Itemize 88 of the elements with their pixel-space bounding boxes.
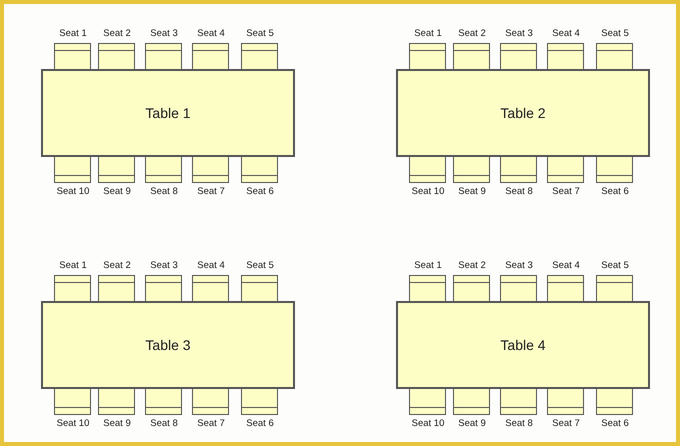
seat-label: Seat 7 [551, 418, 581, 429]
chair [409, 275, 446, 303]
seat-label: Seat 6 [600, 418, 630, 429]
table-label: Table 4 [500, 337, 546, 353]
table-rectangle [41, 69, 295, 157]
seat-label: Seat 2 [457, 260, 487, 271]
seat-label: Seat 1 [58, 260, 88, 271]
chair [54, 43, 91, 71]
seat-label: Seat 3 [149, 28, 179, 39]
seat-label: Seat 5 [600, 28, 630, 39]
seat-label: Seat 2 [102, 28, 132, 39]
chair [500, 43, 537, 71]
table-label: Table 3 [145, 337, 191, 353]
chair [453, 387, 490, 415]
chair [241, 155, 278, 183]
chair [453, 155, 490, 183]
seat-label: Seat 7 [196, 418, 226, 429]
chair [192, 155, 229, 183]
table-label: Table 1 [145, 105, 191, 121]
seat-label: Seat 8 [504, 186, 534, 197]
seat-label: Seat 5 [245, 260, 275, 271]
seat-label: Seat 4 [196, 28, 226, 39]
chair [596, 43, 633, 71]
seat-label: Seat 9 [102, 418, 132, 429]
seat-label: Seat 1 [413, 28, 443, 39]
seat-label: Seat 3 [504, 260, 534, 271]
seat-label: Seat 7 [196, 186, 226, 197]
chair [54, 275, 91, 303]
seat-label: Seat 10 [56, 418, 90, 429]
seat-label: Seat 8 [149, 186, 179, 197]
seat-label: Seat 5 [600, 260, 630, 271]
chair [241, 275, 278, 303]
seat-label: Seat 9 [457, 418, 487, 429]
chair [98, 387, 135, 415]
seat-label: Seat 8 [504, 418, 534, 429]
chair [98, 155, 135, 183]
chair [192, 387, 229, 415]
chair [145, 43, 182, 71]
seat-label: Seat 6 [245, 418, 275, 429]
table-label: Table 2 [500, 105, 546, 121]
seat-label: Seat 7 [551, 186, 581, 197]
chair [241, 387, 278, 415]
chair [453, 275, 490, 303]
seat-label: Seat 2 [457, 28, 487, 39]
chair [596, 387, 633, 415]
chair [453, 43, 490, 71]
chair [547, 43, 584, 71]
chair [409, 155, 446, 183]
table-rectangle [396, 301, 650, 389]
chair [192, 275, 229, 303]
chair [547, 155, 584, 183]
chair [409, 387, 446, 415]
seat-label: Seat 9 [102, 186, 132, 197]
seat-label: Seat 4 [551, 28, 581, 39]
chair [500, 155, 537, 183]
chair [409, 43, 446, 71]
seat-label: Seat 4 [551, 260, 581, 271]
seat-label: Seat 2 [102, 260, 132, 271]
chair [145, 275, 182, 303]
chair [500, 387, 537, 415]
seat-label: Seat 3 [504, 28, 534, 39]
table-rectangle [41, 301, 295, 389]
chair [145, 155, 182, 183]
chair [547, 387, 584, 415]
chair [241, 43, 278, 71]
table-rectangle [396, 69, 650, 157]
chair [596, 155, 633, 183]
seat-label: Seat 5 [245, 28, 275, 39]
seat-label: Seat 10 [56, 186, 90, 197]
chair [145, 387, 182, 415]
chair [54, 387, 91, 415]
chair [596, 275, 633, 303]
chair [98, 275, 135, 303]
seat-label: Seat 10 [410, 186, 446, 197]
seat-label: Seat 6 [600, 186, 630, 197]
chair [98, 43, 135, 71]
seat-label: Seat 3 [149, 260, 179, 271]
seat-label: Seat 10 [410, 418, 446, 429]
chair [192, 43, 229, 71]
chair [547, 275, 584, 303]
chair [500, 275, 537, 303]
seat-label: Seat 8 [149, 418, 179, 429]
seat-label: Seat 6 [245, 186, 275, 197]
seat-label: Seat 4 [196, 260, 226, 271]
seat-label: Seat 9 [457, 186, 487, 197]
chair [54, 155, 91, 183]
seat-label: Seat 1 [413, 260, 443, 271]
seat-label: Seat 1 [58, 28, 88, 39]
